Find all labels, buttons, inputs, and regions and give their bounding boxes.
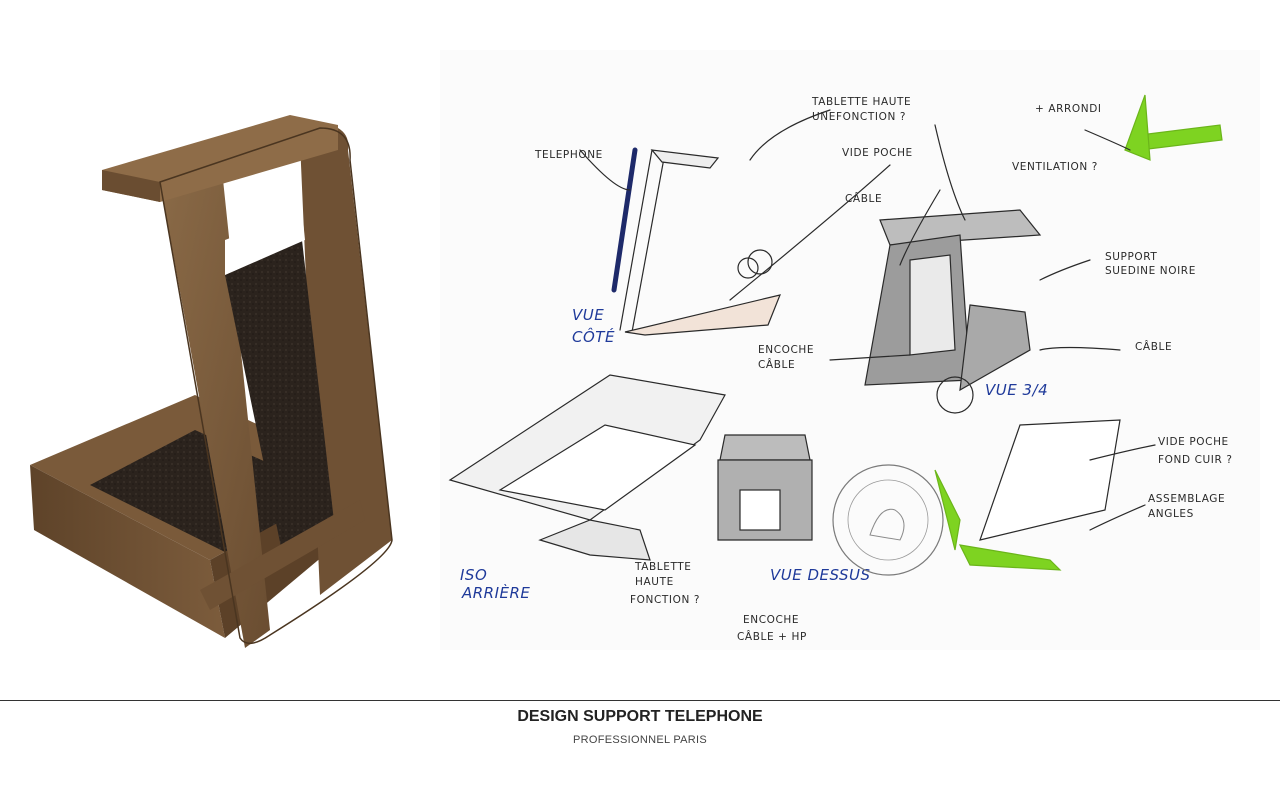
- label-vide-poche: VIDE POCHE: [842, 147, 913, 159]
- concept-sketch-sheet: TELEPHONE TABLETTE HAUTE UNEFONCTION ? V…: [440, 50, 1260, 650]
- label-cable-top: CÂBLE: [845, 192, 882, 205]
- upright-outline: [159, 127, 393, 644]
- base-front-left: [30, 465, 225, 638]
- label-ventilation: VENTILATION ?: [1012, 161, 1098, 173]
- page-subtitle: PROFESSIONNEL PARIS: [572, 734, 708, 746]
- back-suede-panel: [225, 240, 335, 552]
- upright-left-post: [160, 170, 270, 648]
- label-arrondi: + ARRONDI: [1035, 103, 1102, 115]
- label-encoche-2: CÂBLE: [758, 358, 795, 371]
- label-tablette-fonction-1: TABLETTE: [634, 561, 692, 573]
- window-opening: [225, 210, 305, 275]
- label-support-1: SUPPORT: [1105, 251, 1157, 263]
- label-encoche-hp-1: ENCOCHE: [743, 614, 799, 626]
- label-tablette-fonction-3: FONCTION ?: [630, 594, 700, 606]
- top-shelf: [102, 115, 338, 202]
- label-encoche-1: ENCOCHE: [758, 344, 814, 356]
- label-vide-poche-fond-1: VIDE POCHE: [1158, 436, 1229, 448]
- label-vide-poche-fond-2: FOND CUIR ?: [1158, 454, 1233, 466]
- label-tablette-fonction-2: HAUTE: [635, 576, 674, 588]
- three-quarter-view-sketch: [864, 209, 1042, 414]
- front-bottom-bar: [200, 500, 365, 610]
- label-assemblage-2: ANGLES: [1148, 508, 1194, 520]
- view-title-iso-1: ISO: [460, 566, 487, 584]
- view-title-dessus: VUE DESSUS: [770, 566, 871, 584]
- label-tablette-haute-1: TABLETTE HAUTE: [811, 96, 911, 108]
- label-cable-right: CÂBLE: [1135, 340, 1172, 353]
- iso-back-view-sketch: [448, 374, 726, 561]
- view-title-34: VUE 3/4: [985, 381, 1048, 399]
- side-view-sketch: [611, 147, 781, 336]
- label-tablette-haute-2: UNEFONCTION ?: [812, 111, 906, 123]
- page-title: DESIGN SUPPORT TELEPHONE: [517, 708, 763, 725]
- label-assemblage-1: ASSEMBLAGE: [1148, 493, 1225, 505]
- wooden-stand-render: [30, 115, 393, 648]
- drawer-view-sketch: [934, 94, 1223, 571]
- view-title-iso-2: ARRIÈRE: [461, 583, 530, 602]
- maison-stamp: [832, 464, 944, 576]
- top-view-sketch: [717, 434, 813, 541]
- label-telephone: TELEPHONE: [534, 149, 603, 161]
- view-title-cote-2: CÔTÉ: [572, 327, 615, 346]
- top-shelf-lip: [102, 170, 160, 202]
- label-support-2: SUEDINE NOIRE: [1105, 265, 1196, 277]
- view-title-cote-1: VUE: [572, 306, 604, 324]
- label-encoche-hp-2: CÂBLE + HP: [737, 630, 807, 643]
- footer-divider: [0, 700, 1280, 701]
